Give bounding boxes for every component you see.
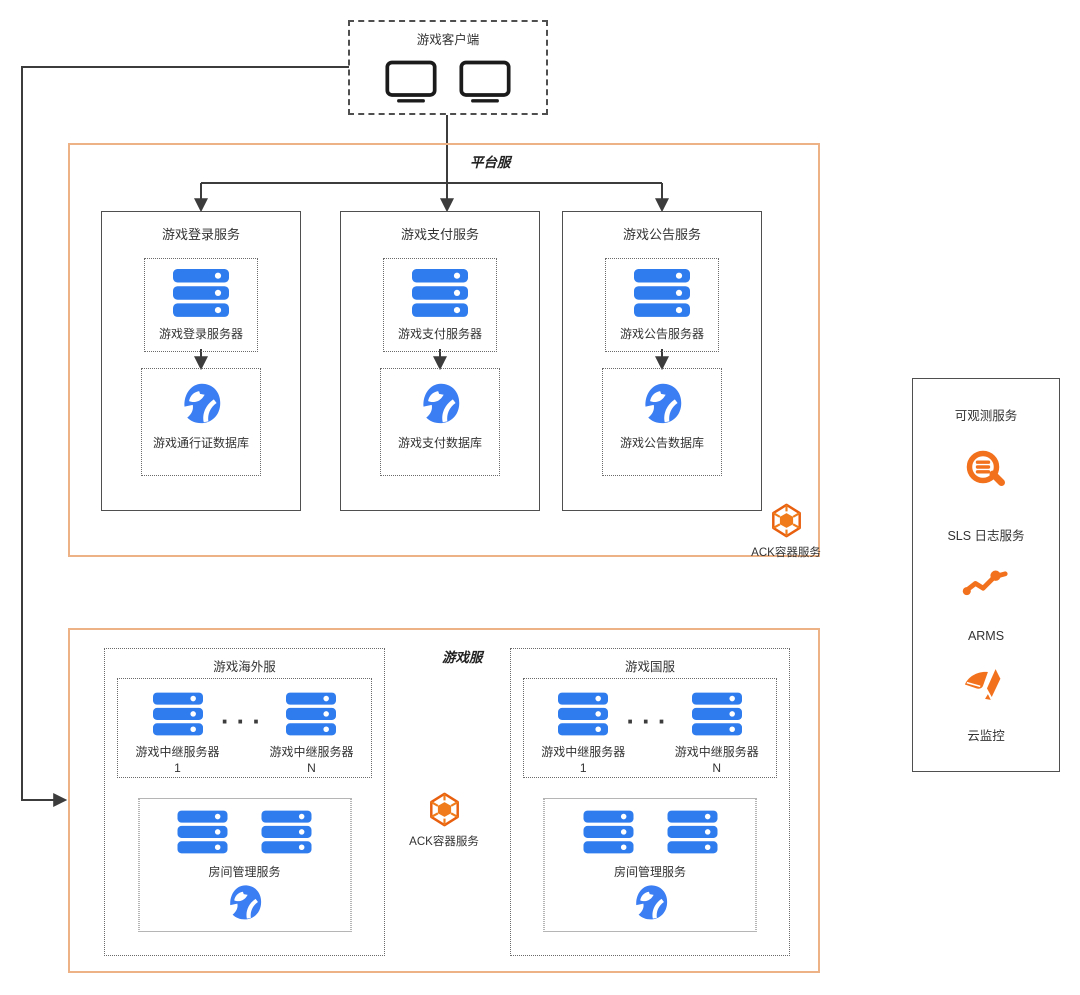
polardb-icon	[631, 883, 669, 926]
service-title: 游戏支付服务	[400, 227, 479, 242]
server-stack-icon	[558, 692, 609, 741]
relay-label: 游戏中继服务器	[674, 745, 759, 759]
db-label: 游戏通行证数据库	[152, 436, 249, 450]
polardb-icon	[226, 883, 264, 926]
ack-hexagon-icon	[770, 503, 803, 543]
db-label: 游戏支付数据库	[397, 436, 482, 450]
log-search-icon	[963, 447, 1009, 498]
line-chart-icon	[962, 565, 1010, 603]
relay-group: 游戏中继服务器 1 ··· 游戏中继服务器 N	[117, 678, 372, 778]
monitor-icon	[459, 60, 511, 108]
relay-cluster-last: 游戏中继服务器 N	[268, 692, 355, 777]
service-title: 游戏公告服务	[622, 227, 701, 242]
server-stack-icon	[691, 692, 742, 741]
room-group: 房间管理服务	[543, 798, 757, 932]
server-stack-icon	[286, 692, 337, 741]
relay-group: 游戏中继服务器 1 ··· 游戏中继服务器 N	[523, 678, 777, 778]
server-group: 游戏支付服务器	[383, 258, 497, 352]
client-title: 游戏客户端	[416, 33, 480, 47]
server-stack-icon	[261, 810, 312, 859]
server-group: 游戏公告服务器	[605, 258, 719, 352]
ack-label: ACK容器服务	[409, 836, 479, 848]
db-group: 游戏公告数据库	[602, 368, 722, 476]
game-title: 游戏服	[442, 650, 483, 665]
relay-index: N	[307, 760, 316, 775]
server-stack-icon	[667, 810, 717, 859]
region-title: 游戏国服	[624, 660, 675, 674]
relay-cluster-first: 游戏中继服务器 1	[540, 692, 627, 777]
gauge-icon	[963, 667, 1009, 707]
ack-hexagon-icon	[428, 792, 461, 832]
server-label: 游戏登录服务器	[158, 327, 243, 341]
server-stack-icon	[412, 269, 468, 322]
game-section: 游戏服 ACK容器服务	[68, 628, 820, 973]
relay-label: 游戏中继服务器	[541, 745, 626, 759]
relay-cluster-first: 游戏中继服务器 1	[134, 692, 221, 777]
server-stack-icon	[152, 692, 203, 741]
relay-index: 1	[174, 760, 181, 775]
relay-label: 游戏中继服务器	[269, 745, 354, 759]
ellipsis: ···	[221, 706, 268, 736]
server-stack-icon	[173, 269, 229, 322]
observability-panel: 可观测服务 SLS 日志服务 ARMS 云监控	[912, 378, 1060, 772]
server-stack-icon	[177, 810, 228, 859]
service-box-announcement: 游戏公告服务 游戏公告服务器 游戏公告数据库	[562, 211, 762, 511]
relay-label: 游戏中继服务器	[135, 745, 220, 759]
relay-cluster-last: 游戏中继服务器 N	[673, 692, 760, 777]
service-box-payment: 游戏支付服务 游戏支付服务器 游戏支付数据库	[340, 211, 540, 511]
region-title: 游戏海外服	[213, 660, 276, 674]
relay-index: 1	[579, 760, 587, 775]
ack-badge: ACK容器服务	[742, 503, 830, 561]
sls-label: SLS 日志服务	[947, 529, 1025, 543]
ack-badge: ACK容器服务	[400, 792, 488, 850]
arms-label: ARMS	[967, 629, 1005, 643]
server-label: 游戏支付服务器	[397, 327, 482, 341]
db-group: 游戏支付数据库	[380, 368, 500, 476]
observability-title: 可观测服务	[954, 409, 1018, 423]
room-label: 房间管理服务	[208, 865, 281, 879]
platform-section: 平台服 ACK容器服务	[68, 143, 821, 559]
polardb-icon	[418, 381, 462, 430]
ellipsis: ···	[626, 706, 674, 736]
server-group: 游戏登录服务器	[144, 258, 258, 352]
polardb-icon	[640, 381, 684, 430]
region-overseas: 游戏海外服 游戏中继服务器 1 ··· 游戏中继服务器 N	[104, 648, 385, 956]
service-box-login: 游戏登录服务 游戏登录服务器 游戏通行证数据库	[101, 211, 301, 511]
server-label: 游戏公告服务器	[619, 327, 704, 341]
db-group: 游戏通行证数据库	[141, 368, 261, 476]
db-label: 游戏公告数据库	[619, 436, 704, 450]
polardb-icon	[179, 381, 223, 430]
region-china: 游戏国服 游戏中继服务器 1 ··· 游戏中继服务器 N	[510, 648, 790, 956]
service-title: 游戏登录服务	[161, 227, 240, 242]
server-stack-icon	[634, 269, 690, 322]
client-box: 游戏客户端	[348, 20, 548, 115]
monitor-icon	[385, 60, 437, 108]
room-group: 房间管理服务	[138, 798, 351, 932]
cloudmonitor-label: 云监控	[967, 729, 1005, 743]
platform-title: 平台服	[470, 155, 511, 170]
server-stack-icon	[583, 810, 633, 859]
room-label: 房间管理服务	[613, 865, 686, 879]
relay-index: N	[712, 760, 722, 775]
ack-label: ACK容器服务	[751, 547, 821, 559]
